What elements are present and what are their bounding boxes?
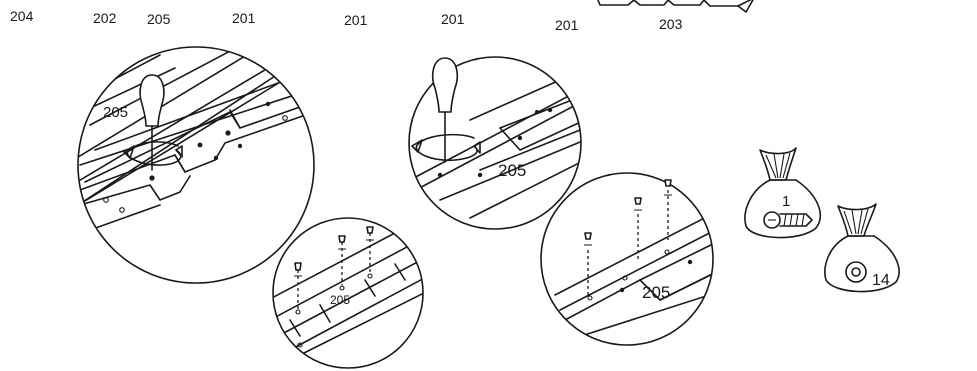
callout-205-b: 205 [330,293,350,307]
part-label-201-d: 201 [555,17,579,33]
bag-screws-qty: 1 [782,193,790,210]
detail-circle-2: 205 [272,217,424,369]
hardware-bag-washers: 14 [824,203,900,293]
part-label-202: 202 [93,10,117,26]
part-label-201-a: 201 [232,10,256,26]
callout-205-d: 205 [642,283,670,302]
callout-205-c: 205 [498,161,526,180]
detail-circle-4: 205 [540,172,714,346]
hardware-bag-screws: 1 [744,147,821,239]
part-label-201-c: 201 [441,11,465,27]
panel-strip-fragment [597,0,754,13]
callout-205-a: 205 [103,104,128,121]
part-label-201-b: 201 [344,12,368,28]
part-label-205: 205 [147,11,171,27]
detail-circle-3: 205 [408,56,582,230]
detail-circle-1: 205 [77,46,315,284]
washer-icon [845,261,867,283]
part-label-204: 204 [10,8,34,24]
screw-head-icon [763,211,781,229]
bag-washers-qty: 14 [872,272,890,289]
part-label-203: 203 [659,16,683,32]
